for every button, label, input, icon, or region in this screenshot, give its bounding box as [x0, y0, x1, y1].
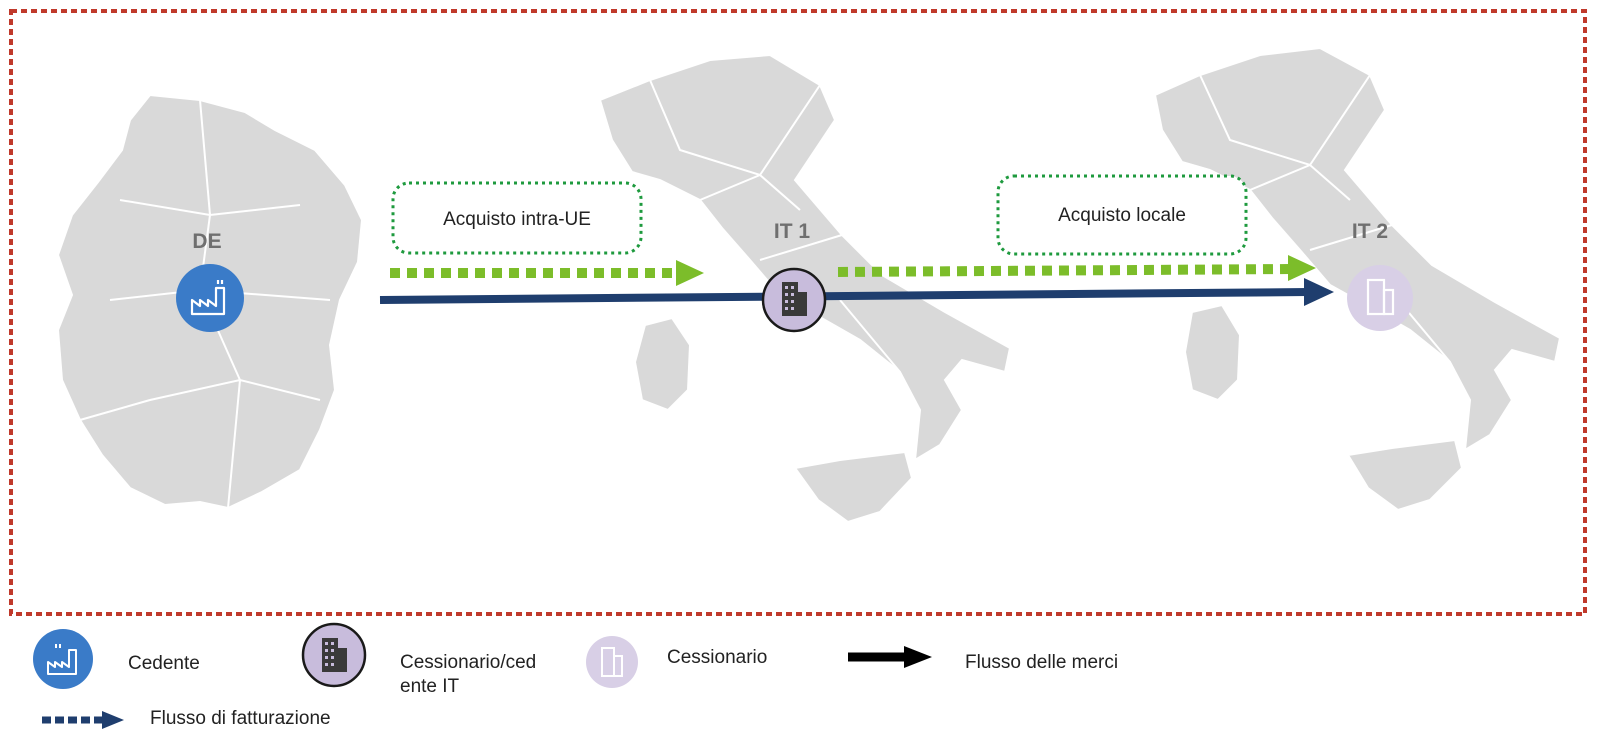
country-label-it2: IT 2 [1352, 220, 1388, 243]
country-label-de: DE [192, 230, 221, 253]
building-icon [1366, 278, 1395, 316]
factory-icon [190, 280, 226, 316]
factory-icon [47, 644, 77, 675]
cedente-node-de [176, 264, 244, 332]
legend-cessionario-label: Cessionario [667, 647, 768, 668]
legend-cessionario-cedente-line2: ente IT [400, 676, 460, 697]
legend-invoice-flow-arrow [42, 711, 124, 729]
country-label-it1: IT 1 [774, 220, 810, 243]
cessionario-node-it2 [1347, 265, 1413, 331]
legend-cessionario-icon [586, 636, 638, 688]
local-purchase-label: Acquisto locale [1058, 205, 1186, 226]
italy-map-it1 [598, 53, 1012, 524]
intra-eu-purchase-box [391, 181, 643, 255]
legend-goods-flow-arrow [848, 646, 932, 668]
goods-flow-arrow [379, 278, 1334, 306]
invoice-flow-arrow-intra-eu [390, 260, 704, 286]
legend-cessionario-cedente-line1: Cessionario/ced [400, 652, 537, 673]
building-icon [601, 647, 623, 677]
diagram-frame [9, 9, 1587, 616]
local-purchase-box [996, 174, 1248, 256]
legend-cessionario-cedente-icon [301, 622, 367, 688]
italy-map-it2 [1153, 46, 1562, 512]
intra-eu-purchase-label: Acquisto intra-UE [443, 209, 591, 230]
invoice-flow-arrow-local [837, 255, 1316, 281]
legend-cedente-label: Cedente [128, 653, 200, 674]
legend-cessionario-cedente-label: Cessionario/ced ente IT [400, 651, 570, 699]
legend-cedente-icon [33, 629, 93, 689]
cessionario-cedente-node-it1 [761, 267, 827, 333]
legend-goods-flow-label: Flusso delle merci [965, 652, 1119, 673]
legend-invoice-flow-label: Flusso di fatturazione [150, 708, 331, 729]
